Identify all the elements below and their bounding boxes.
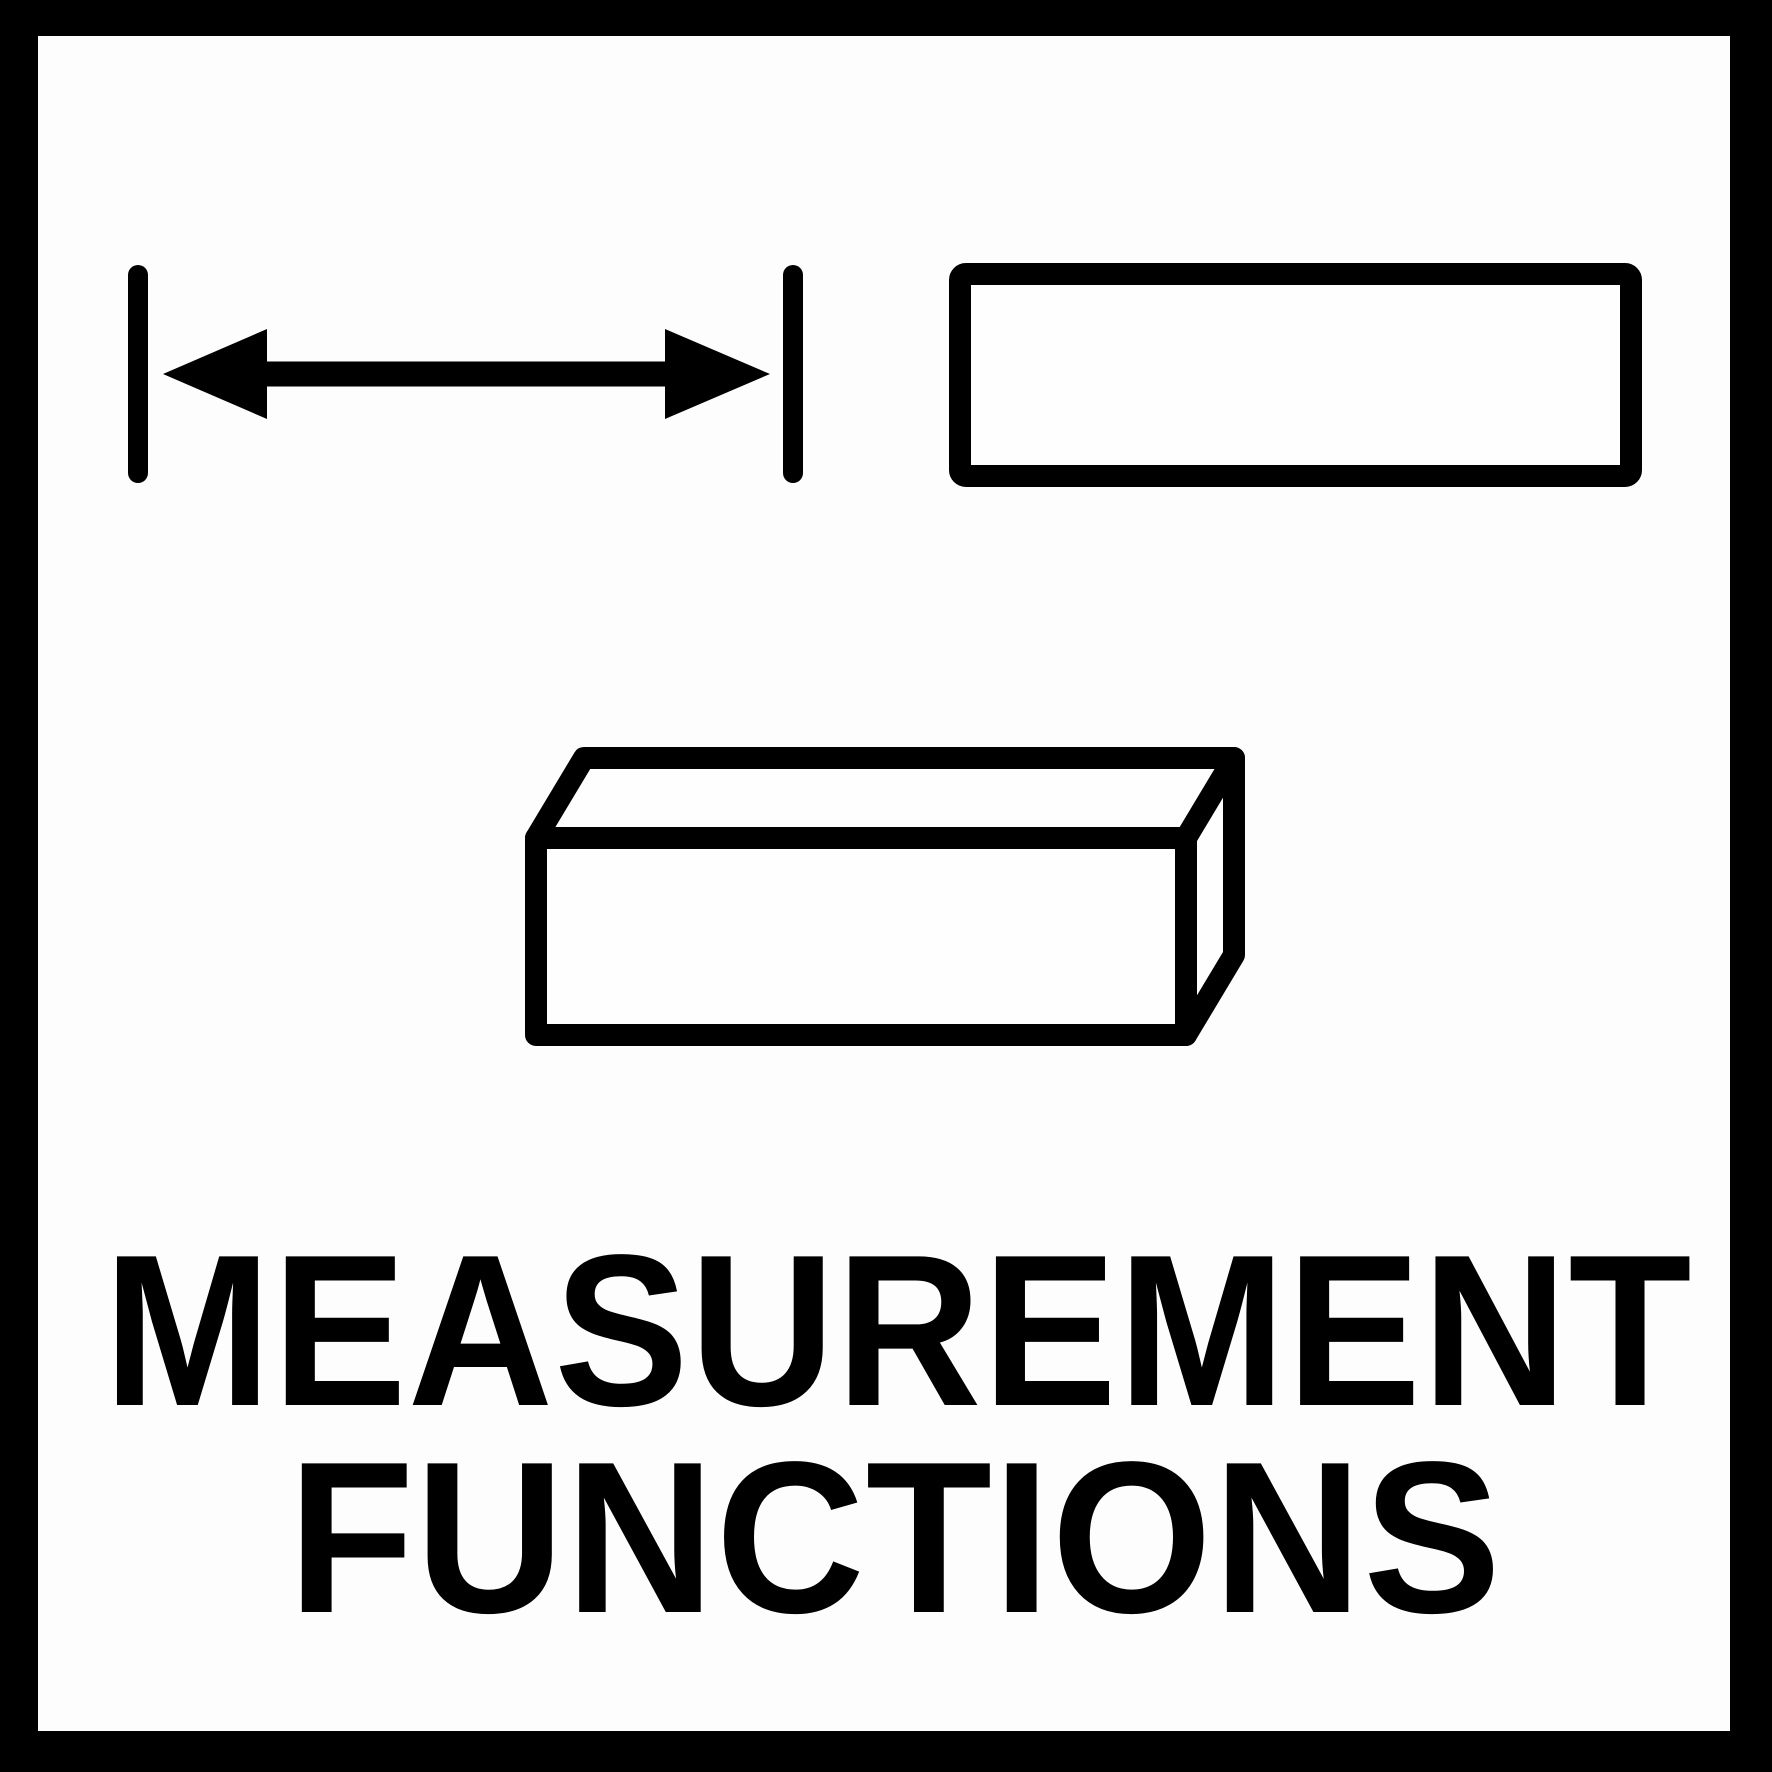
area-rectangle-icon bbox=[949, 263, 1642, 487]
volume-box-icon bbox=[525, 747, 1245, 1046]
title-line-2: FUNCTIONS bbox=[288, 1416, 1502, 1658]
distance-double-arrow-icon bbox=[128, 265, 803, 483]
arrowhead-left bbox=[163, 329, 267, 419]
box-top-face bbox=[525, 747, 1245, 849]
box-front-face bbox=[525, 827, 1197, 1046]
arrowhead-right bbox=[665, 329, 770, 419]
title-line-1: MEASUREMENT bbox=[104, 1209, 1693, 1451]
